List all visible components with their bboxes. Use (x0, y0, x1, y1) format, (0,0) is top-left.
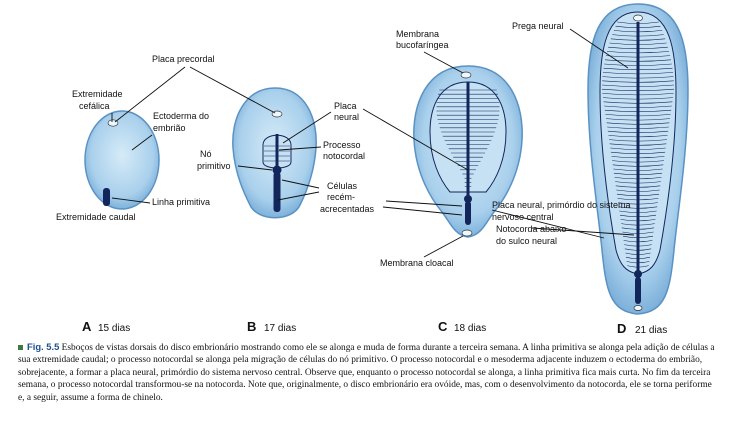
panel-d-primitive-node (634, 270, 642, 278)
label-no-2: primitivo (197, 161, 231, 171)
label-primordio-1: Placa neural, primórdio do sistema (492, 200, 631, 210)
label-extremidade-cefalica-1: Extremidade (72, 89, 123, 99)
panel-a-age: 15 dias (98, 323, 130, 334)
panel-c-primitive-streak (465, 201, 471, 225)
label-placa-neural-2: neural (334, 112, 359, 122)
panel-a-disc (84, 110, 160, 210)
panel-c-age: 18 dias (454, 323, 486, 334)
label-placa-precordal: Placa precordal (152, 54, 215, 64)
caption-fig-number: Fig. 5.5 (27, 341, 60, 352)
panel-b-age: 17 dias (264, 323, 296, 334)
label-celulas-3: acrecentadas (320, 204, 375, 214)
label-processo-1: Processo (323, 140, 361, 150)
panel-d-disc (587, 3, 689, 315)
panel-c-disc (413, 65, 523, 238)
label-extremidade-caudal: Extremidade caudal (56, 212, 136, 222)
label-membrana-bucofaringea-2: bucofaríngea (396, 40, 449, 50)
panel-a-letter: A (82, 319, 92, 334)
label-notocorda-1: Notocorda abaixo (496, 224, 567, 234)
panel-b-disc (232, 87, 317, 219)
panel-d-letter: D (617, 321, 626, 336)
label-notocorda-2: do sulco neural (496, 236, 557, 246)
label-no-1: Nó (200, 149, 212, 159)
caption-bullet-icon (18, 345, 23, 351)
panel-b-letter: B (247, 319, 256, 334)
panel-titles: A 15 dias B 17 dias C 18 dias D 21 dias (82, 319, 667, 336)
panel-c-letter: C (438, 319, 448, 334)
label-ectoderma-1: Ectoderma do (153, 111, 209, 121)
panel-c-cloacal-membrane (461, 229, 473, 237)
leader-lines (111, 28, 635, 258)
panel-d-cloacal-membrane (633, 305, 643, 311)
panel-d-primitive-streak (635, 277, 641, 304)
label-celulas-1: Células (327, 181, 358, 191)
label-processo-2: notocordal (323, 151, 365, 161)
annotation-labels: Placa precordal Extremidade cefálica Ect… (56, 21, 631, 268)
label-celulas-2: recém- (327, 192, 355, 202)
panel-d-age: 21 dias (635, 325, 667, 336)
label-membrana-cloacal: Membrana cloacal (380, 258, 454, 268)
panel-c-buccopharyngeal-membrane (460, 71, 472, 79)
label-prega-neural: Prega neural (512, 21, 564, 31)
label-linha-primitiva: Linha primitiva (152, 197, 210, 207)
panel-a-primitive-streak (103, 188, 110, 206)
label-ectoderma-2: embrião (153, 123, 186, 133)
panel-c-primitive-node (464, 195, 472, 203)
label-extremidade-cefalica-2: cefálica (79, 101, 110, 111)
figure-caption: Fig. 5.5 Esboços de vistas dorsais do di… (18, 341, 718, 404)
caption-text: Esboços de vistas dorsais do disco embri… (18, 343, 715, 403)
label-primordio-2: nervoso central (492, 212, 554, 222)
panel-b-primitive-streak (273, 172, 281, 212)
panel-d-buccopharyngeal-membrane (633, 14, 643, 22)
label-membrana-bucofaringea-1: Membrana (396, 29, 439, 39)
label-placa-neural-1: Placa (334, 101, 357, 111)
panel-b-primitive-node (272, 165, 282, 175)
